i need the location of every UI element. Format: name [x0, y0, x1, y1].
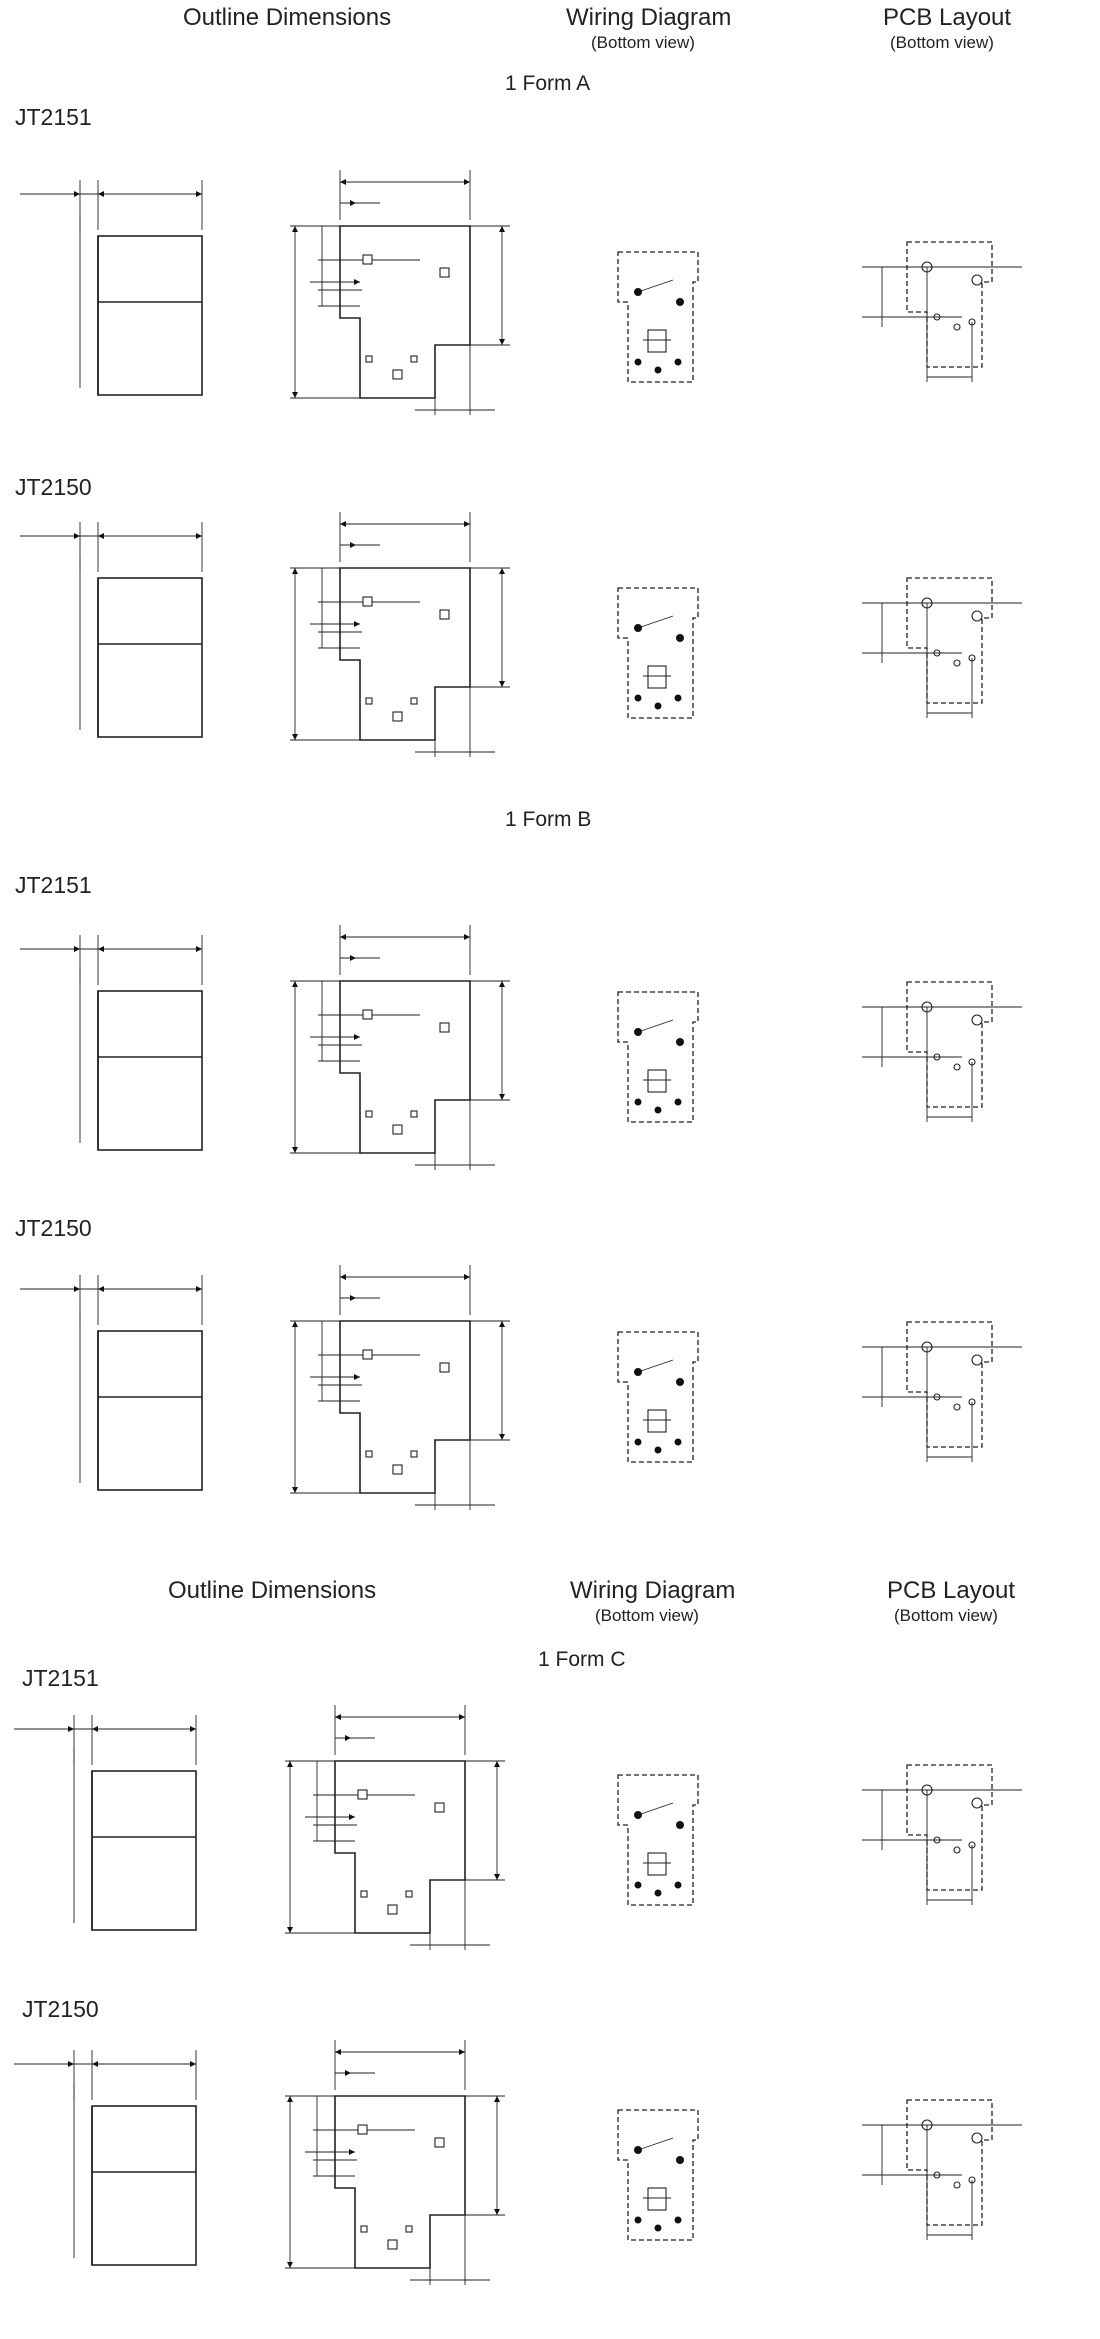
wiring-diagram-header: Wiring Diagram [566, 4, 731, 31]
pcb-bottom-view-label: (Bottom view) [890, 33, 994, 52]
model-label: JT2151 [15, 104, 92, 130]
wiring-bottom-view-label: (Bottom view) [595, 1606, 699, 1625]
outline-dimensions-header: Outline Dimensions [183, 4, 391, 31]
wiring-bottom-view-label: (Bottom view) [591, 33, 695, 52]
pcb-bottom-view-label: (Bottom view) [894, 1606, 998, 1625]
form-c-title: 1 Form C [538, 1648, 626, 1671]
form-b-jt2150-block [19, 1264, 1023, 1511]
form-a-jt2151-block [19, 169, 1023, 416]
pcb-layout-header: PCB Layout [883, 4, 1011, 31]
form-a-title: 1 Form A [505, 72, 590, 95]
pcb-layout-header: PCB Layout [887, 1577, 1015, 1604]
form-c-jt2150-block [13, 2039, 1023, 2286]
model-label: JT2150 [22, 1996, 99, 2022]
model-label: JT2150 [15, 474, 92, 500]
form-b-jt2151-block [19, 924, 1023, 1171]
model-label: JT2150 [15, 1215, 92, 1241]
wiring-diagram-header: Wiring Diagram [570, 1577, 735, 1604]
model-label: JT2151 [22, 1665, 99, 1691]
outline-dimensions-header: Outline Dimensions [168, 1577, 376, 1604]
form-b-title: 1 Form B [505, 808, 591, 831]
form-a-jt2150-block [19, 511, 1023, 758]
form-c-jt2151-block [13, 1704, 1023, 1951]
model-label: JT2151 [15, 872, 92, 898]
